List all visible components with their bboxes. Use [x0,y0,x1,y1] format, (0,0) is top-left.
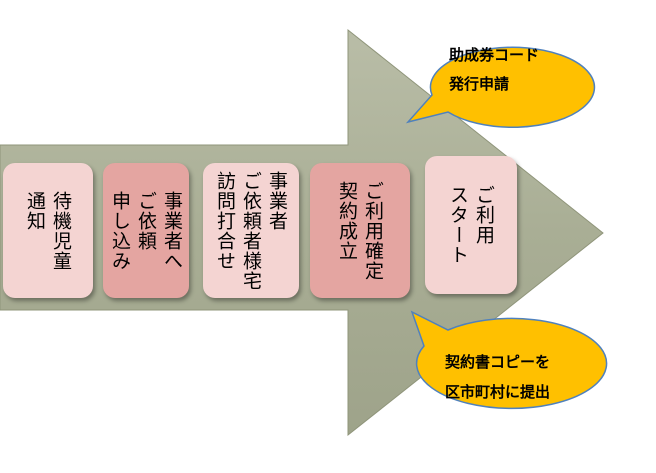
callout-top-bubble [405,46,596,129]
step-label: ご利用確定 契約成立 [336,180,384,281]
step-request-to-provider: 事業者へ ご依頼 申し込み [103,163,189,298]
step-label: ご利用 スタート [447,185,495,265]
step-label: 事業者 ご依頼者様宅 訪問打合せ [214,170,288,291]
step-contract-confirmed: ご利用確定 契約成立 [310,163,410,298]
callout-top-line1: 助成券コード [449,46,540,64]
step-label: 待機児童 通知 [24,190,72,271]
callout-bottom-bubble [410,310,608,410]
callout-bottom-line2: 区市町村に提出 [445,383,551,401]
callout-top-line2: 発行申請 [449,75,510,93]
callout-bottom-line1: 契約書コピーを [445,353,551,371]
step-waiting-children-notice: 待機児童 通知 [3,163,93,298]
step-service-start: ご利用 スタート [425,156,517,294]
step-home-visit-meeting: 事業者 ご依頼者様宅 訪問打合せ [203,163,299,298]
step-label: 事業者へ ご依頼 申し込み [109,190,183,271]
